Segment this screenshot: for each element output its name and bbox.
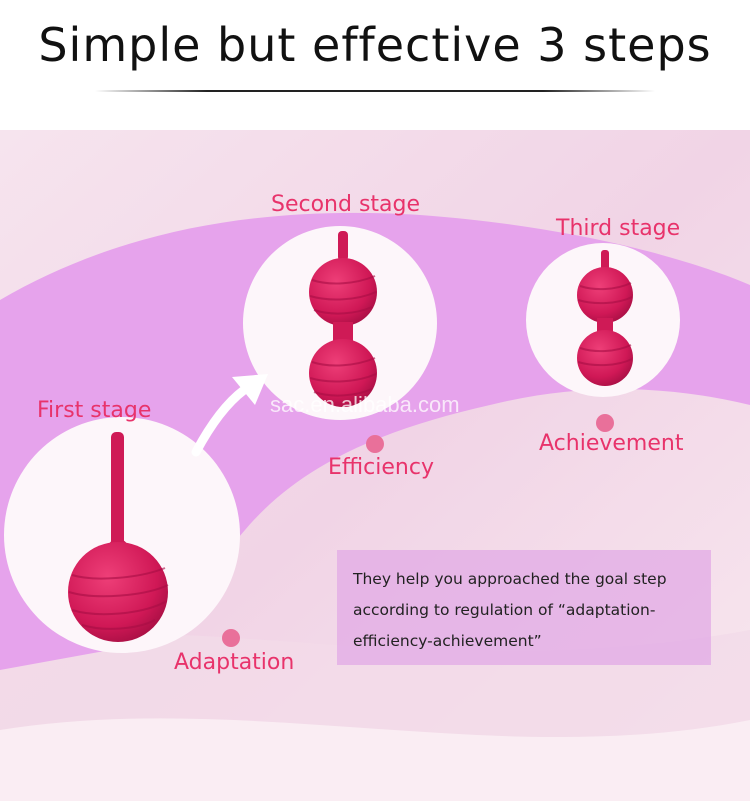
header: Simple but effective 3 steps bbox=[0, 0, 750, 130]
progress-arrow-shaft bbox=[191, 385, 249, 457]
description-line-2: according to regulation of “adaptation- bbox=[353, 601, 656, 619]
stages-illustration: First stage Second stage Third stage Ada… bbox=[0, 130, 750, 801]
achievement-dot bbox=[596, 414, 614, 432]
progress-arrow-head bbox=[232, 374, 268, 405]
double-ball-product-small bbox=[577, 250, 633, 386]
third-stage-label: Third stage bbox=[556, 216, 681, 241]
description-box: They help you approached the goal step a… bbox=[337, 550, 711, 665]
efficiency-label: Efficiency bbox=[328, 455, 434, 480]
second-stage-label: Second stage bbox=[271, 192, 421, 217]
first-stage-label: First stage bbox=[37, 398, 152, 423]
background-fold-2 bbox=[0, 718, 750, 801]
illustration-graphics bbox=[0, 130, 750, 801]
single-ball-product bbox=[68, 432, 169, 642]
watermark: sac.en.alibaba.com bbox=[270, 392, 460, 417]
double-ball-product-large bbox=[309, 231, 377, 407]
efficiency-dot bbox=[366, 435, 384, 453]
description-line-3: efficiency-achievement” bbox=[353, 632, 542, 650]
achievement-label: Achievement bbox=[539, 431, 684, 456]
adaptation-dot bbox=[222, 629, 240, 647]
description-line-1: They help you approached the goal step bbox=[353, 570, 667, 588]
adaptation-label: Adaptation bbox=[174, 650, 295, 675]
page-title: Simple but effective 3 steps bbox=[38, 18, 712, 72]
title-divider bbox=[95, 90, 655, 92]
